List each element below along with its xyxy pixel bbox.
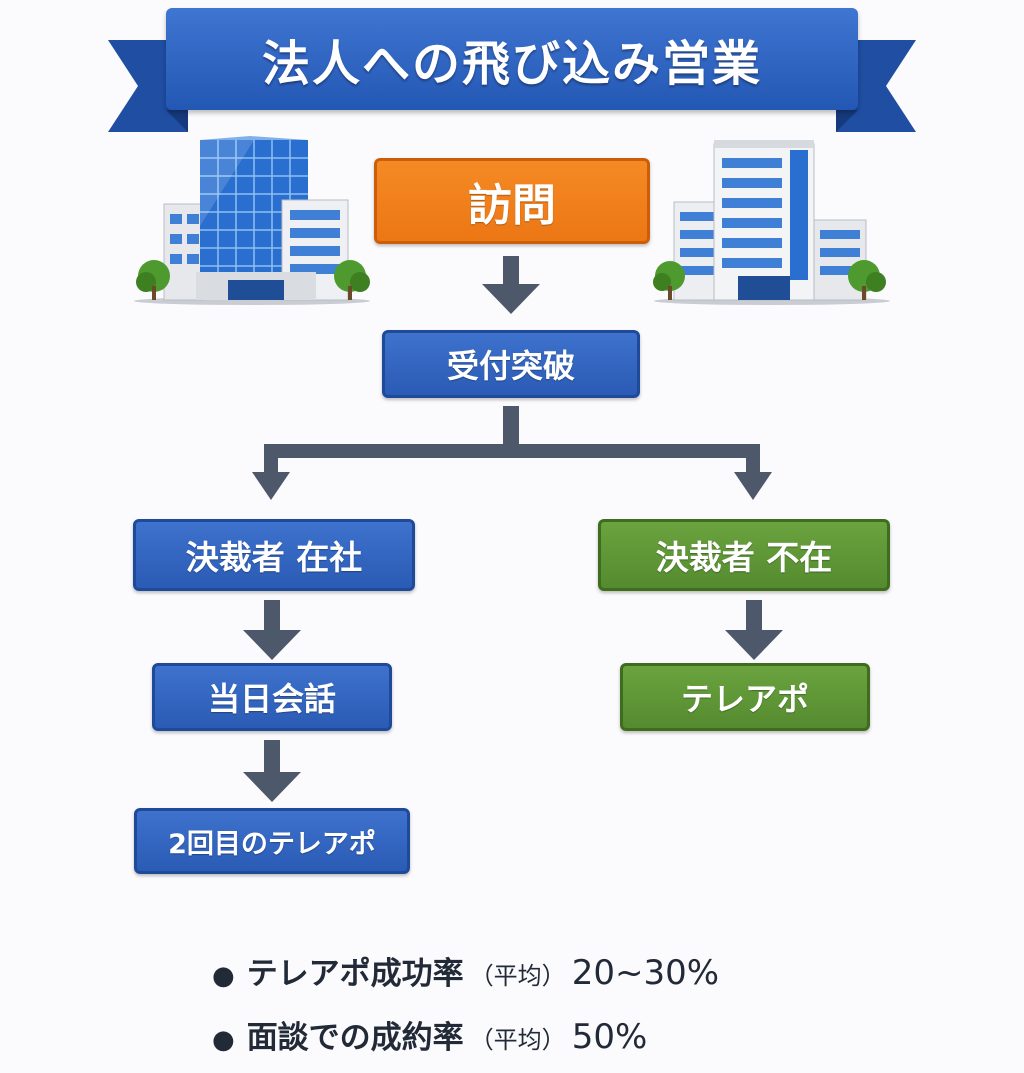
arrow-visit-to-reception — [503, 256, 519, 286]
second-teleappo-label: 2回目のテレアポ — [168, 828, 376, 860]
note-qualifier: （平均） — [469, 962, 566, 990]
reception-box: 受付突破 — [382, 330, 640, 398]
visit-box: 訪問 — [374, 158, 650, 244]
second-teleappo-box: 2回目のテレアポ — [134, 808, 410, 874]
arrow-talk-to-second — [264, 740, 280, 774]
office-building-icon — [134, 136, 370, 305]
decision-maker-present-box: 決裁者 在社 — [133, 519, 415, 591]
teleappo-label: テレアポ — [680, 680, 809, 718]
same-day-talk-label: 当日会話 — [207, 680, 336, 718]
note-meeting-close-rate: ● 面談での成約率 （平均） 50% — [212, 1012, 647, 1057]
branch-connector — [503, 406, 519, 446]
reception-label: 受付突破 — [446, 347, 575, 385]
note-qualifier: （平均） — [469, 1026, 566, 1054]
title-banner: 法人への飛び込み営業 — [166, 8, 858, 110]
note-label: 面談での成約率 — [246, 1020, 464, 1056]
visit-label: 訪問 — [468, 180, 556, 231]
decision-maker-absent-box: 決裁者 不在 — [598, 519, 890, 591]
teleappo-box: テレアポ — [620, 663, 870, 731]
decision-maker-present-label: 決裁者 在社 — [185, 538, 363, 577]
arrow-absent-to-teleappo — [746, 600, 762, 632]
decision-maker-absent-label: 決裁者 不在 — [655, 538, 833, 577]
bullet-icon: ● — [212, 1025, 235, 1055]
note-value: 20~30% — [571, 953, 720, 993]
note-teleappo-success-rate: ● テレアポ成功率 （平均） 20~30% — [212, 948, 719, 993]
bullet-icon: ● — [212, 961, 235, 991]
note-value: 50% — [571, 1017, 648, 1057]
page-title: 法人への飛び込み営業 — [261, 36, 762, 92]
office-building-icon — [653, 140, 890, 305]
same-day-talk-box: 当日会話 — [152, 663, 392, 731]
arrow-present-to-talk — [264, 600, 280, 632]
note-label: テレアポ成功率 — [246, 956, 464, 992]
